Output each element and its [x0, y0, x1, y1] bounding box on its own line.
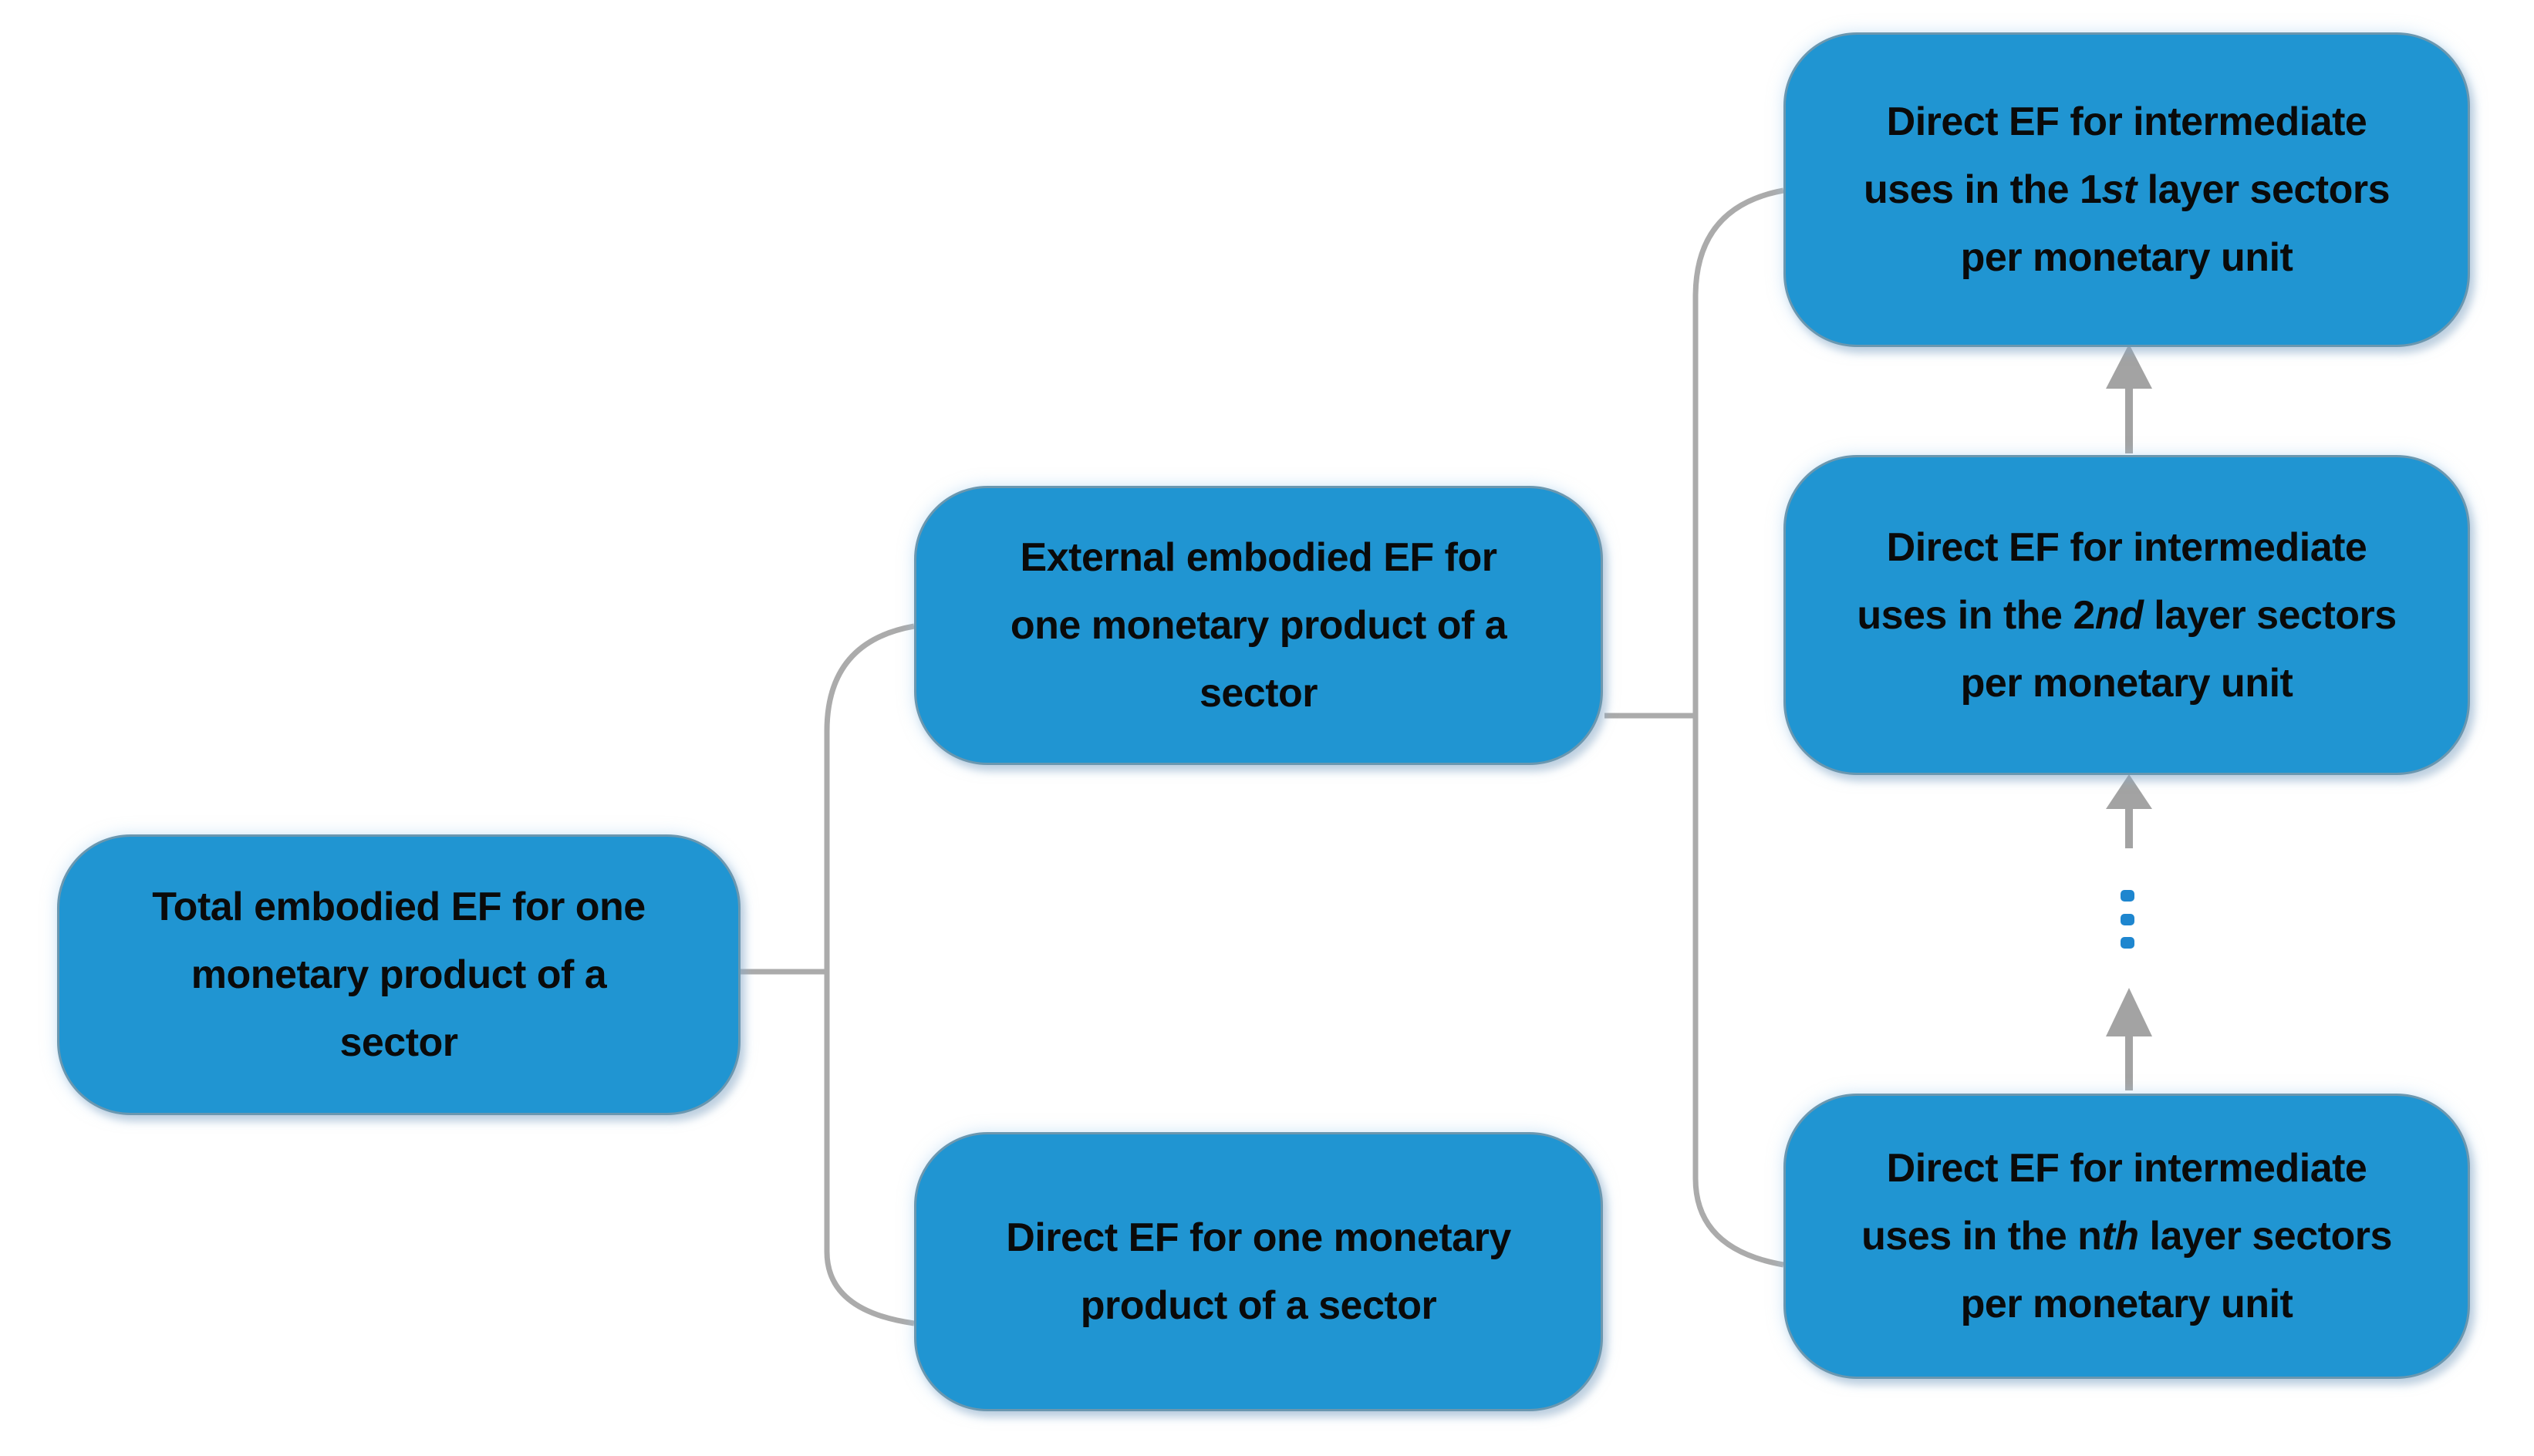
- ellipsis-dot: [2121, 937, 2134, 949]
- ellipsis-dot: [2121, 913, 2134, 925]
- arrow-ellipsis-to-layer2-head-icon: [2106, 774, 2152, 809]
- connector-total-bracket: [824, 623, 915, 1326]
- arrow-layer2-to-layer1-head-icon: [2106, 344, 2152, 389]
- connector-external-bracket: [1692, 187, 1784, 1268]
- ellipsis-dot: [2121, 890, 2134, 902]
- arrow-layern-to-ellipsis-head-icon: [2106, 988, 2152, 1036]
- vertical-ellipsis-icon: [2121, 890, 2134, 949]
